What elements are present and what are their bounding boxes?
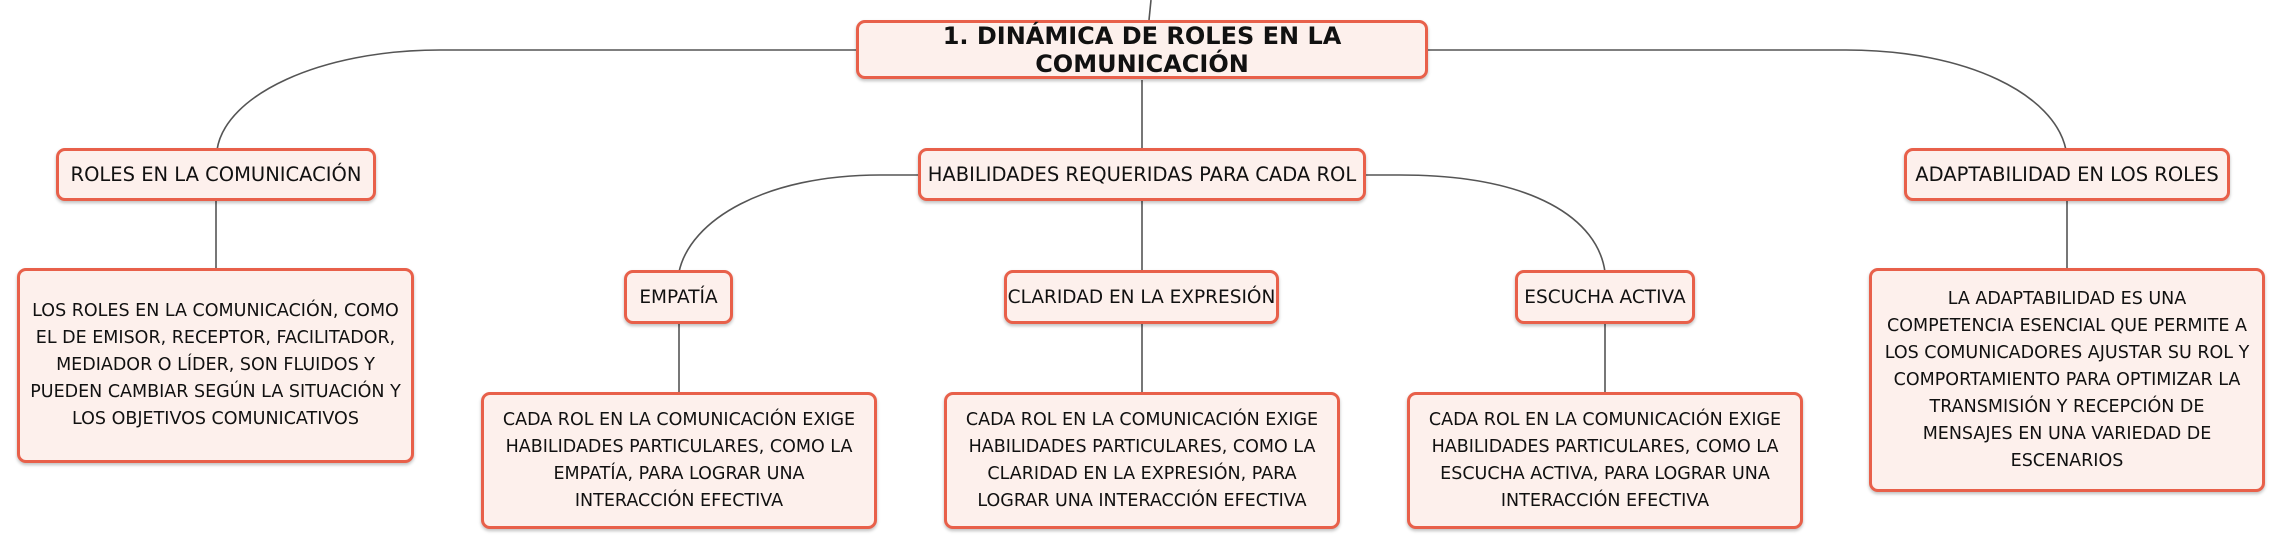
subtopic-claridad-en-la-expresion[interactable]: CLARIDAD EN LA EXPRESIÓN (1004, 270, 1279, 324)
description-escucha[interactable]: CADA ROL EN LA COMUNICACIÓN EXIGE HABILI… (1407, 392, 1803, 529)
description-text: LOS ROLES EN LA COMUNICACIÓN, COMO EL DE… (30, 301, 401, 429)
connector-habilidades-escucha (1364, 174, 1606, 273)
description-text: LA ADAPTABILIDAD ES UNA COMPETENCIA ESEN… (1884, 288, 2250, 471)
topic-label: HABILIDADES REQUERIDAS PARA CADA ROL (927, 163, 1357, 186)
description-adaptabilidad[interactable]: LA ADAPTABILIDAD ES UNA COMPETENCIA ESEN… (1869, 268, 2265, 492)
subtopic-label: EMPATÍA (639, 286, 718, 308)
connector-root-parent (1148, 0, 1152, 21)
description-text: CADA ROL EN LA COMUNICACIÓN EXIGE HABILI… (965, 409, 1319, 511)
topic-label: ADAPTABILIDAD EN LOS ROLES (1915, 163, 2219, 186)
description-text: CADA ROL EN LA COMUNICACIÓN EXIGE HABILI… (1428, 409, 1782, 511)
description-claridad[interactable]: CADA ROL EN LA COMUNICACIÓN EXIGE HABILI… (944, 392, 1340, 529)
connector-root-adaptabilidad (1428, 49, 2067, 151)
connector-habilidades-empatia (678, 174, 921, 273)
description-roles[interactable]: LOS ROLES EN LA COMUNICACIÓN, COMO EL DE… (17, 268, 414, 463)
subtopic-empatia[interactable]: EMPATÍA (624, 270, 733, 324)
subtopic-escucha-activa[interactable]: ESCUCHA ACTIVA (1515, 270, 1695, 324)
connector-root-roles (216, 49, 860, 151)
root-topic-label: 1. DINÁMICA DE ROLES EN LA COMUNICACIÓN (942, 21, 1342, 78)
description-text: CADA ROL EN LA COMUNICACIÓN EXIGE HABILI… (502, 409, 856, 511)
topic-habilidades-requeridas[interactable]: HABILIDADES REQUERIDAS PARA CADA ROL (918, 148, 1366, 201)
topic-roles-en-la-comunicacion[interactable]: ROLES EN LA COMUNICACIÓN (56, 148, 376, 201)
topic-label: ROLES EN LA COMUNICACIÓN (70, 163, 362, 186)
subtopic-label: CLARIDAD EN LA EXPRESIÓN (1007, 286, 1276, 308)
description-empatia[interactable]: CADA ROL EN LA COMUNICACIÓN EXIGE HABILI… (481, 392, 877, 529)
topic-adaptabilidad-en-los-roles[interactable]: ADAPTABILIDAD EN LOS ROLES (1904, 148, 2230, 201)
subtopic-label: ESCUCHA ACTIVA (1524, 286, 1686, 308)
root-topic[interactable]: 1. DINÁMICA DE ROLES EN LA COMUNICACIÓN (856, 20, 1428, 79)
